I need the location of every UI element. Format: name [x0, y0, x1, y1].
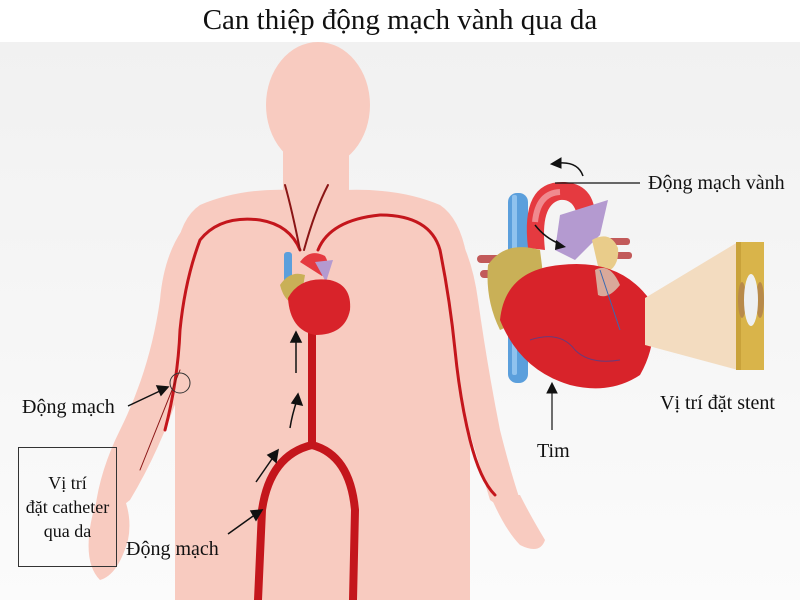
catheter-box-line-1: Vị trí	[48, 473, 87, 493]
stent-illustration	[645, 242, 764, 370]
arterial-path	[139, 184, 497, 600]
catheter-box-line-2: đặt catheter	[25, 497, 110, 517]
large-heart-illustration	[477, 181, 654, 389]
stent-site-label: Vị trí đặt stent	[660, 392, 775, 414]
body-silhouette	[88, 42, 545, 600]
heart-pointer	[546, 381, 558, 430]
catheter-site-box: Vị trí đặt catheter qua da	[18, 447, 117, 567]
coronary-pointer	[549, 157, 640, 184]
arm-artery-label: Động mạch	[22, 396, 115, 418]
flow-arrows	[127, 330, 304, 535]
puncture-site-marker	[169, 372, 191, 394]
coronary-artery-label: Động mạch vành	[648, 172, 785, 194]
femoral-artery-label: Động mạch	[126, 538, 219, 560]
catheter-box-line-3: qua da	[43, 521, 92, 541]
diagram-title: Can thiệp động mạch vành qua da	[202, 4, 598, 36]
small-heart-icon	[280, 252, 351, 335]
heart-label: Tim	[537, 440, 570, 462]
